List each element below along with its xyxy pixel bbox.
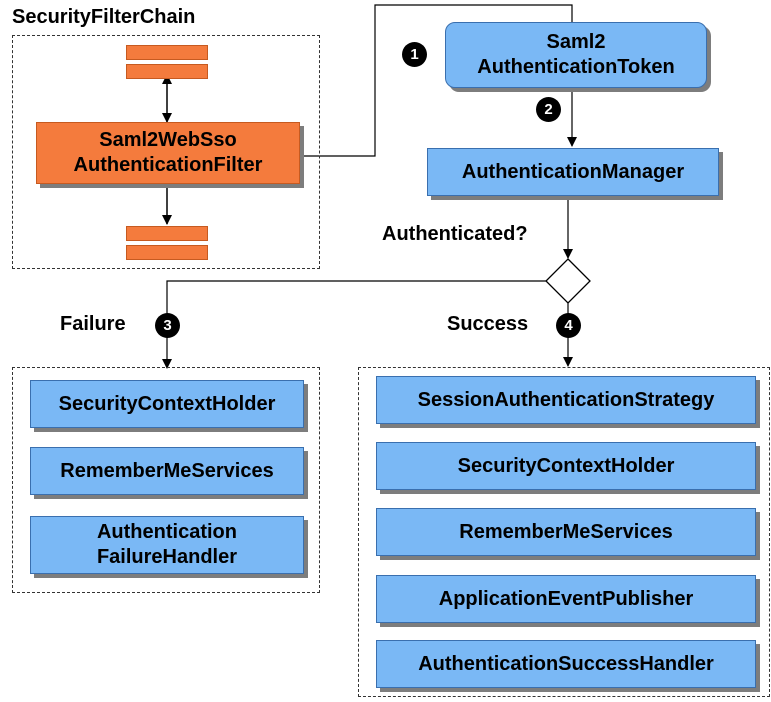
filter-placeholder-bar (126, 226, 208, 241)
failure-label: Failure (60, 313, 126, 335)
authentication-failure-handler: Authentication FailureHandler (30, 516, 304, 574)
authenticated-decision-label: Authenticated? (382, 223, 528, 245)
decision-diamond (545, 258, 591, 304)
failure-remember-me-services: RememberMeServices (30, 447, 304, 495)
filter-to-token-line (300, 4, 573, 157)
failure-handlers-container (12, 367, 320, 593)
failure-branch-line (162, 280, 546, 369)
step-1-badge: 1 (402, 42, 427, 67)
saml2-authentication-token: Saml2 AuthenticationToken (445, 22, 707, 88)
filter-placeholder-bar (126, 245, 208, 260)
step-4-badge: 4 (556, 313, 581, 338)
step-3-badge: 3 (155, 313, 180, 338)
success-security-context-holder: SecurityContextHolder (376, 442, 756, 490)
step-2-badge: 2 (536, 97, 561, 122)
authentication-manager: AuthenticationManager (427, 148, 719, 196)
application-event-publisher: ApplicationEventPublisher (376, 575, 756, 623)
filter-placeholder-bar (126, 64, 208, 79)
filter-label-line2: AuthenticationFilter (73, 154, 263, 176)
saml2-websso-authentication-filter: Saml2WebSso AuthenticationFilter (36, 122, 300, 184)
security-filter-chain-title: SecurityFilterChain (12, 6, 196, 28)
filter-label-line1: Saml2WebSso (99, 129, 237, 151)
token-label-line1: Saml2 (546, 31, 606, 53)
authentication-success-handler: AuthenticationSuccessHandler (376, 640, 756, 688)
filter-placeholder-bar (126, 45, 208, 60)
session-authentication-strategy: SessionAuthenticationStrategy (376, 376, 756, 424)
security-filter-chain-container (12, 35, 320, 269)
token-label-line2: AuthenticationToken (477, 56, 675, 78)
success-remember-me-services: RememberMeServices (376, 508, 756, 556)
success-label: Success (447, 313, 529, 335)
success-handlers-container (358, 367, 770, 697)
failure-security-context-holder: SecurityContextHolder (30, 380, 304, 428)
